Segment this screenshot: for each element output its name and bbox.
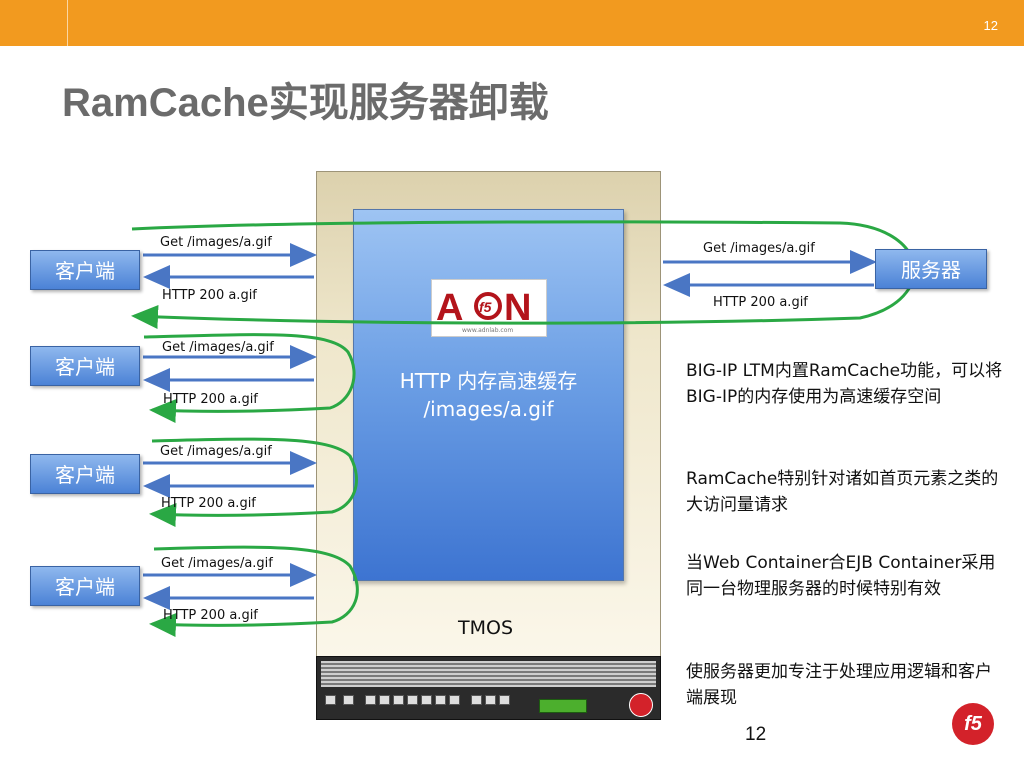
page-number: 12	[745, 724, 767, 745]
slide-title: RamCache实现服务器卸载	[62, 81, 549, 125]
tmos-label: TMOS	[458, 617, 514, 639]
request-label: Get /images/a.gif	[160, 235, 272, 250]
hardware-vent	[321, 661, 656, 687]
cache-label-line2: /images/a.gif	[423, 397, 554, 421]
cache-label-line1: HTTP 内存高速缓存	[399, 369, 578, 393]
request-label: Get /images/a.gif	[162, 340, 274, 355]
cache-label: HTTP 内存高速缓存 /images/a.gif	[353, 367, 624, 423]
response-label: HTTP 200 a.gif	[162, 288, 257, 303]
client-box: 客户端	[30, 566, 140, 606]
server-box: 服务器	[875, 249, 987, 289]
hardware-port	[421, 695, 432, 705]
hardware-port	[343, 695, 354, 705]
request-label: Get /images/a.gif	[160, 444, 272, 459]
description-item: 当Web Container合EJB Container采用同一台物理服务器的时…	[686, 553, 996, 599]
hardware-port	[325, 695, 336, 705]
description-item: RamCache特别针对诸如首页元素之类的大访问量请求	[686, 469, 999, 515]
client-box: 客户端	[30, 346, 140, 386]
hardware-port	[449, 695, 460, 705]
cache-hit-flow	[149, 545, 359, 637]
cache-hit-flow	[143, 333, 356, 423]
hardware-port	[499, 695, 510, 705]
response-label: HTTP 200 a.gif	[163, 392, 258, 407]
cache-hit-flow	[149, 437, 358, 527]
hardware-port	[407, 695, 418, 705]
hardware-port	[485, 695, 496, 705]
hardware-port	[471, 695, 482, 705]
hardware-port	[365, 695, 376, 705]
slide-number: 12	[983, 18, 998, 33]
response-label: HTTP 200 a.gif	[163, 608, 258, 623]
f5-badge-icon	[629, 693, 653, 717]
svg-text:f5: f5	[479, 299, 492, 315]
hardware-lcd	[539, 699, 587, 713]
hardware-port	[379, 695, 390, 705]
description-item: 使服务器更加专注于处理应用逻辑和客户端展现	[686, 662, 992, 708]
server-response-label: HTTP 200 a.gif	[713, 295, 808, 310]
client-box: 客户端	[30, 454, 140, 494]
description-item: BIG-IP LTM内置RamCache功能，可以将BIG-IP的内存使用为高速…	[686, 361, 1003, 407]
hardware-port	[435, 695, 446, 705]
svg-text:www.adnlab.com: www.adnlab.com	[462, 327, 513, 334]
response-label: HTTP 200 a.gif	[161, 496, 256, 511]
big-ip-hardware	[316, 656, 661, 720]
server-request-label: Get /images/a.gif	[703, 241, 815, 256]
banner-divider	[67, 0, 68, 46]
top-banner: 12	[0, 0, 1024, 46]
f5-logo: f5	[952, 703, 994, 745]
request-label: Get /images/a.gif	[161, 556, 273, 571]
client-box: 客户端	[30, 250, 140, 290]
http-cache-box	[353, 209, 624, 581]
hardware-port	[393, 695, 404, 705]
